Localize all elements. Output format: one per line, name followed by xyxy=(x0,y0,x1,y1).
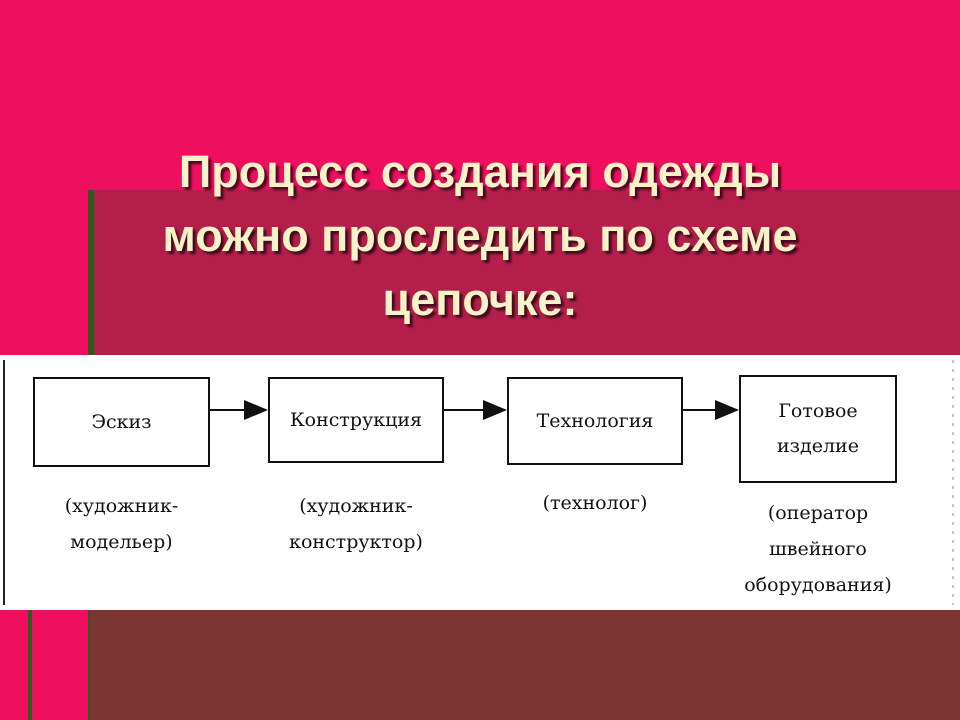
step-label-line-2: изделие xyxy=(777,435,859,457)
scheme-connectors xyxy=(3,360,954,605)
step-note-sketch: (художник- модельер) xyxy=(33,488,210,560)
step-note-finished-product: (оператор швейного оборудования) xyxy=(725,495,911,603)
slide-title: Процесс создания одежды можно проследить… xyxy=(80,140,880,332)
step-note-construction: (художник- конструктор) xyxy=(268,488,444,560)
step-label: Технология xyxy=(536,409,654,432)
note-line: (художник- xyxy=(299,495,413,517)
note-line: конструктор) xyxy=(289,531,423,553)
step-box-technology: Технология xyxy=(507,377,683,465)
title-line-3: цепочке: xyxy=(382,274,578,325)
step-box-sketch: Эскиз xyxy=(33,377,210,467)
note-line: модельер) xyxy=(70,531,173,553)
step-box-construction: Конструкция xyxy=(268,377,444,463)
step-note-technology: (технолог) xyxy=(507,485,683,521)
step-label-line-1: Готовое xyxy=(778,400,858,422)
note-line: (художник- xyxy=(64,495,179,517)
bottom-band xyxy=(90,610,960,720)
step-label: Эскиз xyxy=(91,410,152,433)
bottom-accent-line xyxy=(28,610,32,720)
note-line: (оператор xyxy=(767,502,869,524)
step-label: Конструкция xyxy=(289,408,423,431)
title-line-2: можно проследить по схеме xyxy=(162,210,798,261)
process-scheme: Эскиз Конструкция Технология Готовое изд… xyxy=(0,355,960,610)
title-band xyxy=(90,190,960,355)
note-line: оборудования) xyxy=(744,574,892,596)
note-line: (технолог) xyxy=(542,492,648,514)
note-line: швейного xyxy=(769,538,867,560)
title-line-1: Процесс создания одежды xyxy=(178,146,782,197)
step-box-finished-product: Готовое изделие xyxy=(739,375,897,483)
